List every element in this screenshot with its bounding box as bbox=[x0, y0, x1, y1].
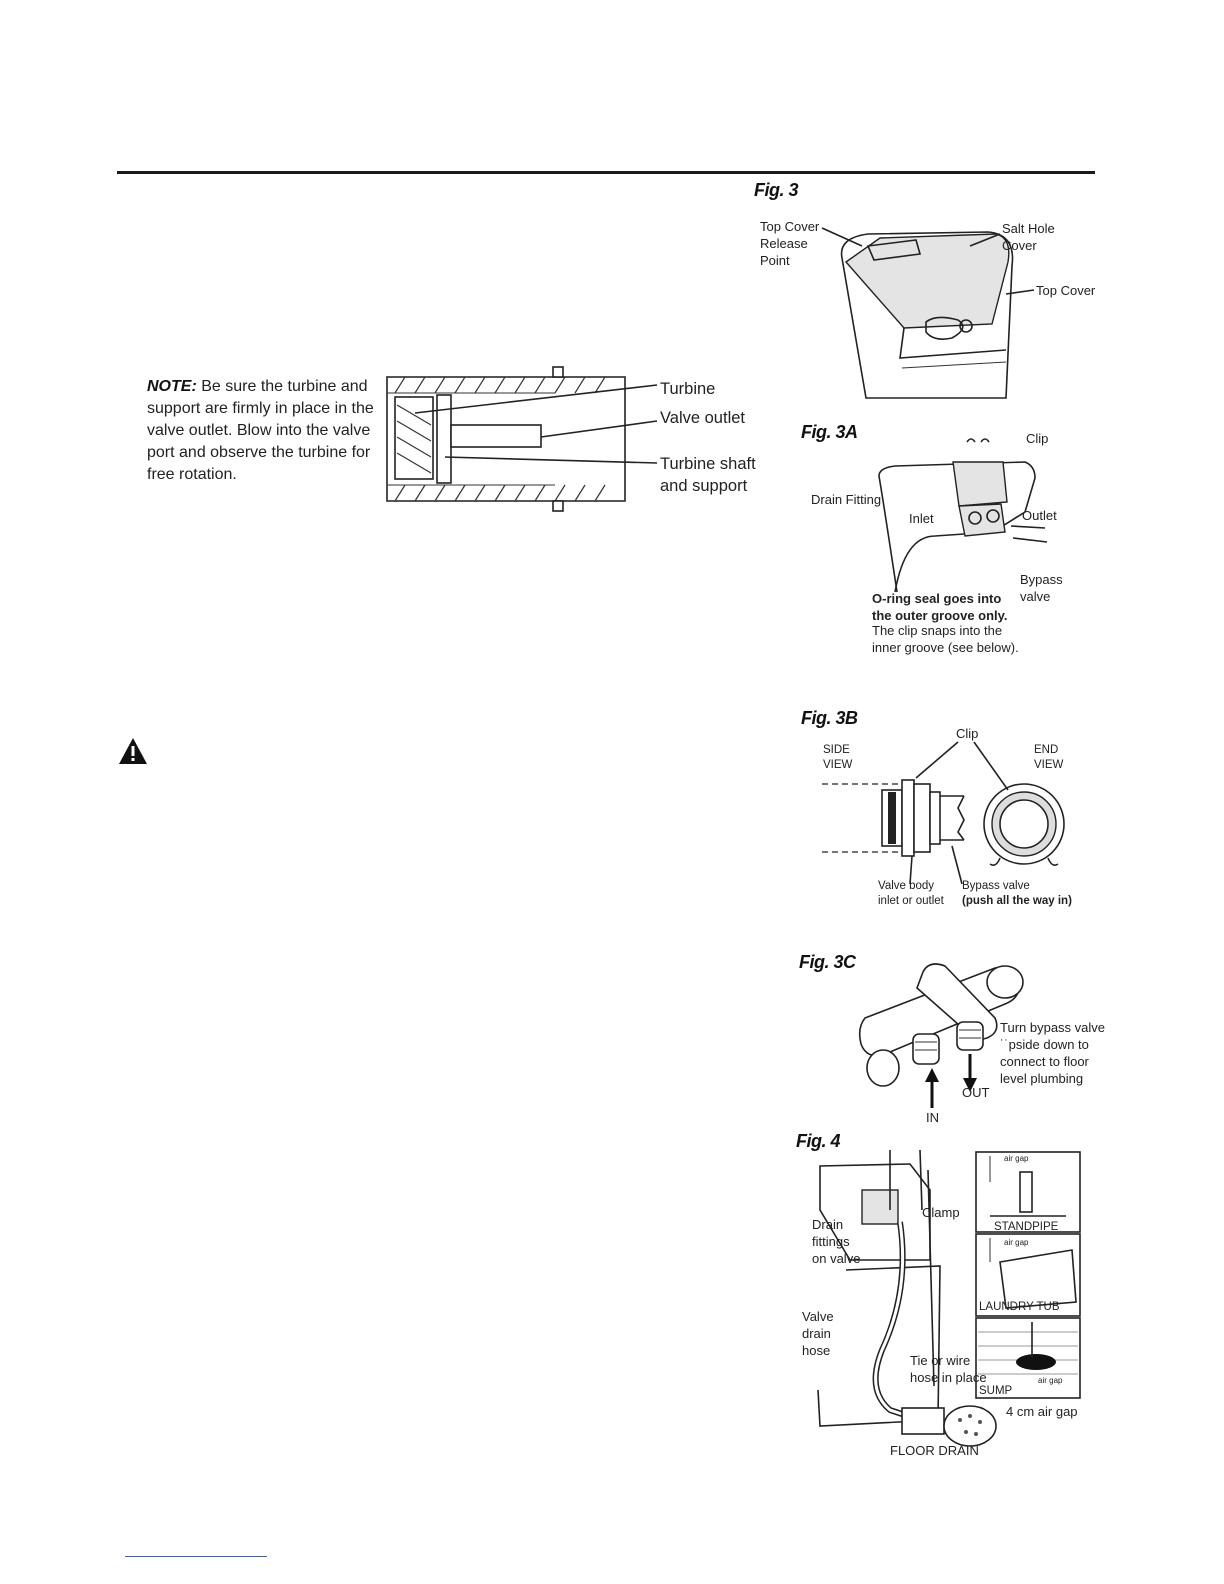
fig3c-title: Fig. 3C bbox=[799, 952, 856, 972]
fig4-title: Fig. 4 bbox=[796, 1131, 841, 1151]
fig3a-outlet: Outlet bbox=[1022, 508, 1057, 523]
fig3a-valve-illustration bbox=[878, 438, 1048, 593]
fig4-panels bbox=[975, 1151, 1081, 1399]
fig4-clamp: Clamp bbox=[922, 1205, 960, 1220]
fig3b-end-view: END VIEW bbox=[1034, 744, 1064, 771]
label-valve-outlet: Valve outlet bbox=[660, 409, 745, 427]
fig3b-clip: Clip bbox=[956, 726, 979, 741]
fig3b-bypass-bold: (push all the way in) bbox=[962, 895, 1072, 907]
fig3-softener-illustration bbox=[840, 231, 1014, 399]
fig4-drain-fittings: Drain fittings on valve bbox=[812, 1217, 861, 1266]
fig3a-drain-fitting: Drain Fitting bbox=[811, 492, 882, 507]
fig4-drain-illustration bbox=[817, 1149, 997, 1447]
label-turbine: Turbine bbox=[660, 380, 716, 398]
fig3a-oring-rest: The clip snaps into the inner groove (se… bbox=[872, 623, 1019, 655]
footer-link-underline[interactable] bbox=[125, 1556, 267, 1557]
fig3-top-cover: Top Cover bbox=[1036, 283, 1096, 298]
fig4-air-gap-standpipe: air gap bbox=[1004, 1154, 1029, 1163]
fig3-title: Fig. 3 bbox=[754, 180, 799, 200]
fig3b-valve-body: Valve body inlet or outlet bbox=[878, 880, 944, 907]
fig3b-title: Fig. 3B bbox=[801, 708, 858, 728]
fig4-air-gap-4cm: 4 cm air gap bbox=[1006, 1404, 1078, 1419]
fig4-floor-drain: FLOOR DRAIN bbox=[890, 1443, 979, 1458]
fig3c-in: IN bbox=[926, 1110, 939, 1125]
header-rule bbox=[117, 171, 1095, 174]
fig3a-oring-bold: O-ring seal goes into the outer groove o… bbox=[872, 591, 1008, 623]
fig3b-clip-diagram bbox=[822, 741, 1065, 885]
label-turbine-shaft: Turbine shaft and support bbox=[660, 455, 756, 495]
fig4-air-gap-laundry: air gap bbox=[1004, 1238, 1029, 1247]
fig4-laundry: LAUNDRY TUB bbox=[979, 1301, 1060, 1313]
fig3c-turn: Turn bypass valve ˙˙pside down to connec… bbox=[1000, 1020, 1106, 1086]
fig4-valve-drain-hose: Valve drain hose bbox=[802, 1309, 834, 1358]
fig4-standpipe: STANDPIPE bbox=[994, 1221, 1059, 1233]
fig3a-clip: Clip bbox=[1026, 431, 1049, 446]
fig3c-bypass-illustration bbox=[858, 963, 1024, 1108]
fig3-release: Top Cover Release Point bbox=[760, 219, 820, 268]
fig4-tie: Tie or wire hose in place bbox=[910, 1353, 987, 1385]
fig3-salt-hole: Salt Hole Cover bbox=[1002, 221, 1055, 253]
warning-icon bbox=[119, 738, 147, 764]
fig3-leaders bbox=[821, 227, 1035, 295]
note-lead: NOTE: bbox=[147, 378, 197, 395]
fig3b-side-view: SIDE VIEW bbox=[823, 744, 853, 771]
turbine-note: NOTE: Be sure the turbine and support ar… bbox=[147, 376, 382, 486]
fig4-sump: SUMP bbox=[979, 1385, 1013, 1397]
note-body: Be sure the turbine and support are firm… bbox=[147, 378, 374, 483]
fig3b-bypass: Bypass valve bbox=[962, 880, 1030, 892]
fig3a-title: Fig. 3A bbox=[801, 422, 858, 442]
fig3a-inlet: Inlet bbox=[909, 511, 934, 526]
fig3c-out: OUT bbox=[962, 1085, 990, 1100]
turbine-diagram bbox=[386, 366, 658, 512]
fig4-air-gap-sump: air gap bbox=[1038, 1376, 1063, 1385]
fig3a-bypass: Bypass valve bbox=[1020, 572, 1063, 604]
